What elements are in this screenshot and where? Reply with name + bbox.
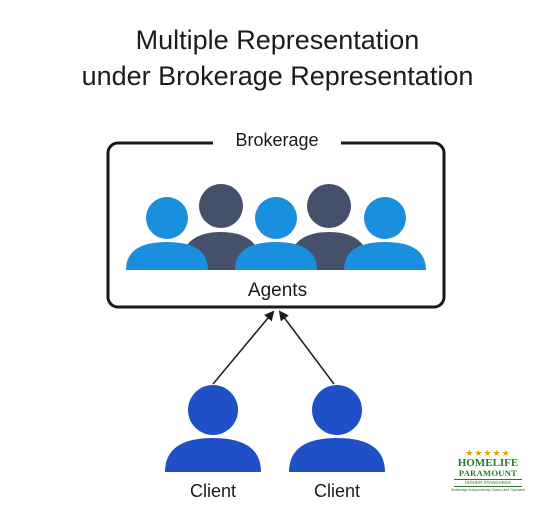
client-figure-1 xyxy=(165,385,261,472)
agent-figure-light-2 xyxy=(235,197,317,270)
logo-line-3: HIGHER STANDARDS xyxy=(454,479,522,487)
agent-figure-light-3 xyxy=(344,197,426,270)
homelife-paramount-logo: ★★★★★ HOMELIFE PARAMOUNT HIGHER STANDARD… xyxy=(450,448,526,496)
title-line-2: under Brokerage Representation xyxy=(81,61,474,91)
client-label-1: Client xyxy=(189,481,237,501)
brokerage-label: Brokerage xyxy=(213,130,341,151)
client-figure-2 xyxy=(289,385,385,472)
client-label-2: Client xyxy=(313,481,361,501)
logo-line-4: Brokerage Independently Owned and Operat… xyxy=(451,488,525,492)
logo-line-2: PARAMOUNT xyxy=(458,468,518,478)
agent-figure-light-1 xyxy=(126,197,208,270)
agents-label: Agents xyxy=(247,280,308,301)
arrow-client-2-to-agents xyxy=(278,310,335,385)
page-title: Multiple Representation under Brokerage … xyxy=(0,22,555,94)
arrow-client-1-to-agents xyxy=(212,310,275,385)
arrows xyxy=(212,310,335,385)
title-line-1: Multiple Representation xyxy=(135,25,420,55)
logo-line-1: HOMELIFE xyxy=(457,457,519,469)
agents-group xyxy=(126,184,426,270)
logo-stars-icon: ★★★★★ xyxy=(465,448,511,458)
